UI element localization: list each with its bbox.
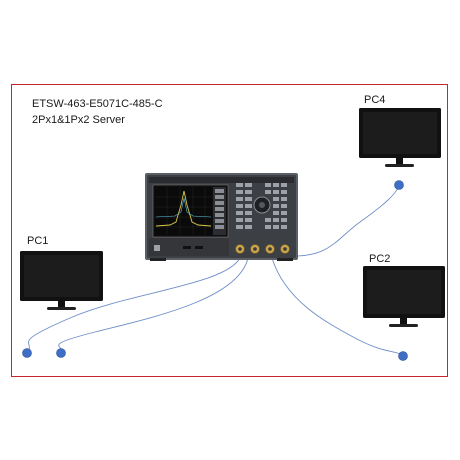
pc2-monitor-icon	[363, 266, 445, 327]
title-line-1: ETSW-463-E5071C-485-C	[32, 98, 163, 110]
pc1-monitor-icon	[20, 251, 103, 310]
cables	[27, 185, 403, 356]
cable-endpoint-icon	[398, 351, 408, 361]
cable-pc1-b	[58, 257, 249, 353]
title-line-2: 2Px1&1Px2 Server	[32, 114, 125, 126]
pc2-label: PC2	[369, 253, 391, 265]
pc1-label: PC1	[27, 235, 49, 247]
cable-endpoints	[22, 180, 408, 361]
diagram-frame	[11, 84, 448, 377]
network-analyzer-icon	[145, 173, 298, 261]
cable-endpoint-icon	[394, 180, 404, 190]
pc4-monitor-icon	[359, 108, 441, 167]
cable-endpoint-icon	[56, 348, 66, 358]
pc4-label: PC4	[364, 94, 386, 106]
cable-pc4	[285, 185, 400, 257]
cable-endpoint-icon	[22, 348, 32, 358]
cable-pc2	[271, 257, 403, 356]
cable-pc1-a	[27, 257, 241, 353]
